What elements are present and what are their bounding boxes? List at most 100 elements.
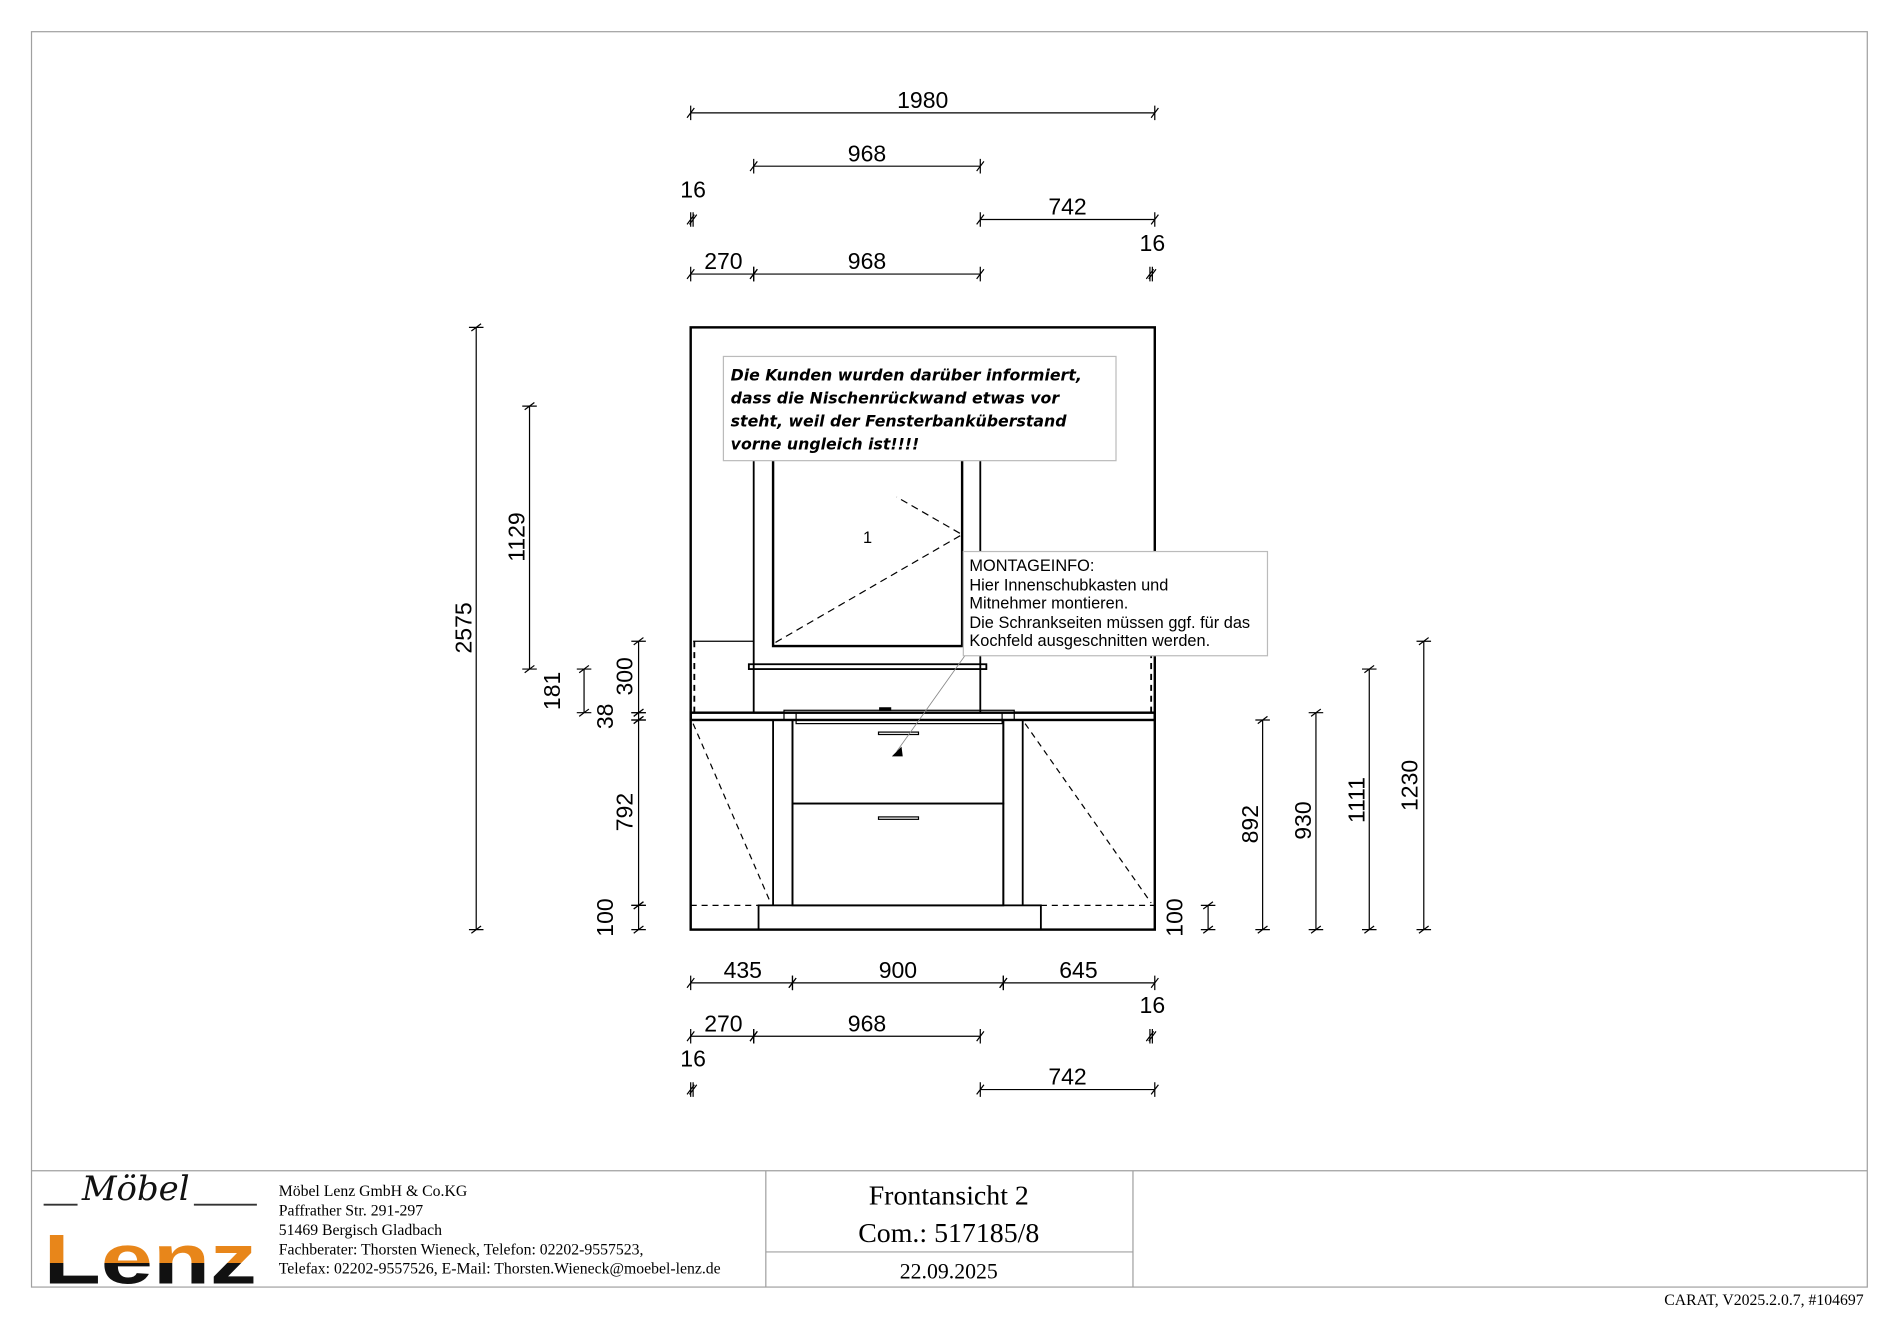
logo-text-bottom: Lenz (44, 1219, 257, 1298)
note-line: steht, weil der Fensterbanküberstand (731, 412, 1068, 431)
dimension-tick (468, 323, 484, 332)
dimension-tick (686, 975, 695, 991)
dimension-label: 270 (704, 248, 742, 274)
company-line: 51469 Bergisch Gladbach (279, 1222, 442, 1239)
drawer-handle-bottom (877, 816, 920, 820)
hob-inner (795, 712, 1003, 725)
montage-line: Kochfeld ausgeschnitten werden. (969, 632, 1210, 650)
dimension-tick (749, 158, 758, 174)
dimension-label: 1111 (1343, 777, 1369, 823)
dimension-tick (1200, 901, 1216, 910)
dimension-label: 1230 (1397, 760, 1423, 811)
dimension-label: 792 (612, 793, 638, 831)
dimension-tick (522, 402, 537, 411)
dimension-label: 1129 (504, 512, 530, 562)
dimension-tick (576, 708, 592, 717)
dimension-tick (686, 212, 695, 227)
company-line: Möbel Lenz GmbH & Co.KG (279, 1183, 468, 1200)
arrow-icon (891, 746, 903, 757)
dimension-label: 270 (704, 1010, 742, 1036)
dimension-tick (749, 1028, 758, 1044)
dimension-tick (1150, 105, 1159, 121)
logo-text-top: Möbel (81, 1169, 190, 1208)
company-line: Telefax: 02202-9557526, E-Mail: Thorsten… (279, 1261, 721, 1278)
dimension-tick (999, 975, 1008, 991)
window-opening-lines (775, 496, 964, 643)
dimension-tick (576, 664, 592, 674)
montage-line: Mitnehmer montieren. (969, 594, 1128, 612)
dimension-label: 968 (848, 140, 886, 166)
company-logo: Möbel Lenz (44, 1169, 257, 1299)
item-number: 1 (863, 529, 872, 547)
dimension-label: 16 (1140, 992, 1166, 1018)
dimension-tick (686, 1082, 695, 1097)
plinth (757, 904, 1042, 931)
dimension-tick (631, 901, 646, 910)
dimension-tick (1255, 925, 1270, 934)
montage-info: MONTAGEINFO: Hier Innenschubkasten und M… (962, 550, 1269, 657)
drawer-handle-top (877, 731, 920, 736)
dimension-tick (1361, 664, 1377, 674)
dimension-label: 100 (592, 898, 618, 936)
dimension-tick (1416, 637, 1432, 646)
dimension-tick (749, 266, 758, 282)
hob-knob (879, 707, 892, 711)
dimension-label: 300 (612, 657, 638, 695)
dimension-tick (976, 212, 985, 227)
dimension-tick (976, 266, 985, 282)
dimension-tick (788, 975, 797, 991)
dimension-label: 2575 (450, 602, 476, 653)
dimension-label: 435 (724, 957, 762, 983)
dimension-tick (1416, 925, 1432, 934)
dimension-tick (686, 105, 695, 121)
dimension-tick (631, 708, 646, 717)
dimension-tick (631, 925, 646, 934)
dimension-tick (1150, 1082, 1159, 1097)
sheet-border (30, 31, 1868, 1288)
window-sill (747, 663, 988, 670)
dimension-tick (1150, 975, 1159, 991)
dimension-tick (1308, 925, 1324, 934)
dimension-tick (976, 158, 985, 174)
dimension-label: 892 (1237, 805, 1263, 843)
dimension-label: 100 (1162, 898, 1188, 936)
dimension-tick (1145, 266, 1155, 282)
dimension-tick (631, 715, 646, 725)
montage-line: Die Schrankseiten müssen ggf. für das (969, 614, 1250, 632)
note-line: vorne ungleich ist!!!! (731, 435, 919, 454)
dimension-tick (1308, 708, 1324, 717)
drawing-date: 22.09.2025 (900, 1260, 998, 1284)
dimension-tick (686, 266, 695, 282)
dimension-label: 16 (680, 1046, 706, 1072)
note-line: dass die Nischenrückwand etwas vor (731, 389, 1061, 408)
dimension-label: 181 (539, 672, 565, 710)
montage-line: Hier Innenschubkasten und (969, 576, 1168, 594)
countertop (689, 711, 1156, 722)
dimension-label: 900 (879, 957, 917, 983)
dimension-tick (1150, 212, 1159, 227)
company-line: Fachberater: Thorsten Wieneck, Telefon: … (279, 1241, 644, 1258)
dimension-label: 645 (1059, 957, 1097, 983)
dimension-label: 1980 (897, 87, 948, 113)
dimension-tick (468, 925, 484, 934)
dimension-tick (976, 1028, 985, 1044)
dimension-tick (1255, 715, 1270, 725)
dimension-tick (686, 1028, 695, 1044)
montage-line: MONTAGEINFO: (969, 557, 1094, 575)
company-line: Paffrather Str. 291-297 (279, 1203, 424, 1220)
dimension-tick (522, 664, 537, 674)
dimension-tick (1145, 1028, 1155, 1044)
base-cabinet-sides (772, 719, 1024, 906)
dimension-label: 930 (1290, 801, 1316, 839)
commission-number: Com.: 517185/8 (858, 1218, 1039, 1249)
dimension-tick (1361, 925, 1377, 934)
open-side-diagonals (692, 723, 1152, 904)
dimension-label: 16 (1140, 230, 1166, 256)
customer-note: Die Kunden wurden darüber informiert, da… (722, 355, 1117, 462)
dimension-label: 968 (848, 248, 886, 274)
dimension-label: 16 (680, 177, 706, 203)
dimension-tick (1200, 925, 1216, 934)
title-block: Möbel Lenz Möbel Lenz GmbH & Co.KG Paffr… (31, 1169, 1868, 1309)
